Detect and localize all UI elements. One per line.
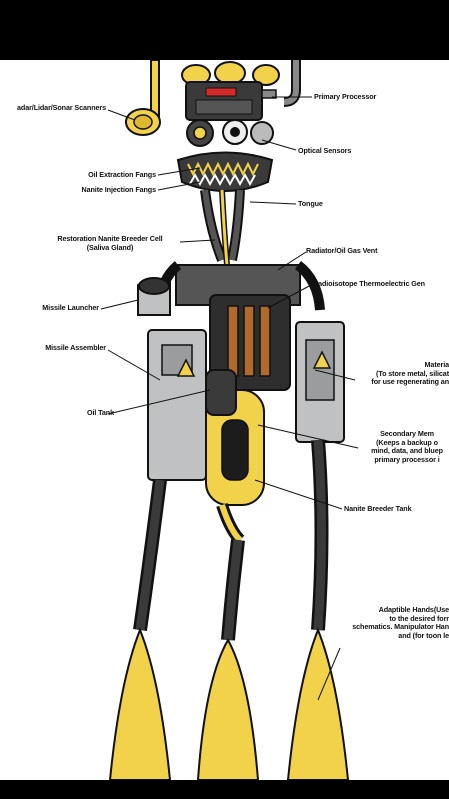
label-tongue: Tongue — [298, 199, 323, 208]
label-oil-tank: Oil Tank — [86, 408, 114, 417]
label-restoration-cell: Restoration Nanite Breeder Cell (Saliva … — [57, 234, 163, 252]
head-dome-right — [252, 64, 280, 86]
label-nanite-breeder-tank: Nanite Breeder Tank — [344, 504, 412, 513]
head-dome-mid — [214, 61, 246, 85]
label-secondary-memory: Secondary Mem (Keeps a backup o mind, da… — [371, 429, 443, 464]
oil-tank — [205, 369, 237, 416]
robot-illustration — [100, 60, 359, 780]
hand-right — [286, 627, 350, 780]
label-nanite-injection-fangs: Nanite Injection Fangs — [81, 185, 157, 194]
label-radiator: Radiator/Oil Gas Vent — [306, 246, 378, 255]
hand-center — [196, 637, 260, 780]
optical-sensor-right — [250, 121, 274, 145]
leader-lines — [100, 96, 359, 701]
label-adaptable-hands: Adaptible Hands(Use to the desired forr … — [352, 605, 449, 640]
label-optical-sensors: Optical Sensors — [298, 146, 352, 155]
label-rtg: Radioisotope Thermoelectric Gen — [313, 279, 425, 288]
label-radar-scanners: adar/Lidar/Sonar Scanners — [17, 103, 106, 112]
diagram-canvas: adar/Lidar/Sonar Scanners Primary Proces… — [0, 60, 449, 780]
label-primary-processor: Primary Processor — [314, 92, 377, 101]
label-material: Materia (To store metal, silicat for use… — [371, 360, 449, 386]
label-missile-launcher: Missile Launcher — [42, 303, 99, 312]
label-missile-assembler: Missile Assembler — [45, 343, 106, 352]
hand-left — [108, 627, 172, 780]
label-oil-extraction-fangs: Oil Extraction Fangs — [88, 170, 156, 179]
